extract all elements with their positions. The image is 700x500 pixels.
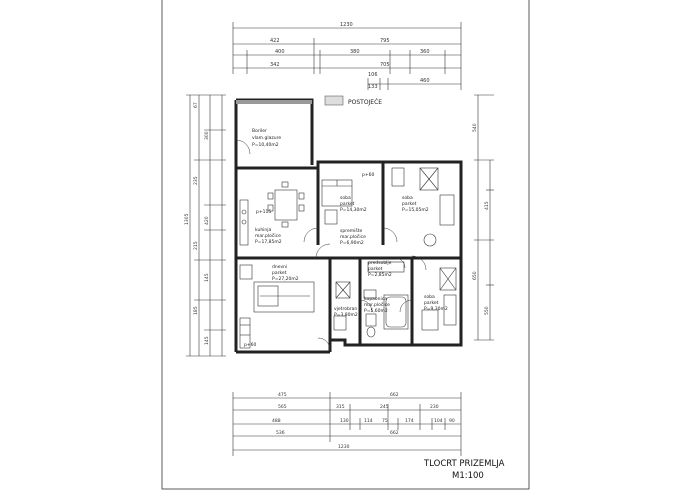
kitchen-counter xyxy=(239,199,249,246)
left-dimension-labels: 1305 67 300 235 420 215 145 185 145 xyxy=(184,102,210,345)
room-hall-area: P=2,85m2 xyxy=(368,272,392,278)
room-hall-name: predsoblje xyxy=(368,260,392,266)
room-living-area: P=27,20m2 xyxy=(272,276,299,282)
room-kitchen-floor: mar.pločice xyxy=(255,232,281,239)
room-storage-area: P=6,90m2 xyxy=(340,240,364,246)
level-markers: p+60 p+115 p+60 xyxy=(244,172,374,348)
dim-top-g: 133 xyxy=(368,84,378,90)
room-storage-name: spremište xyxy=(340,227,362,234)
room-storage-floor: mar.pločice xyxy=(340,233,366,240)
room-living-name: dnevni xyxy=(272,264,287,270)
room-boiler-name: Boriler xyxy=(252,128,267,134)
room2-floor: parket xyxy=(402,201,417,207)
dim-bottom-b: 662 xyxy=(390,392,399,398)
right-dimension-labels: 540 415 650 550 xyxy=(472,123,490,315)
dim-left-3: 235 xyxy=(193,176,199,185)
dim-bottom-j: 75 xyxy=(382,418,388,424)
dim-bottom-g: 488 xyxy=(272,418,281,424)
room-hall-floor: parket xyxy=(368,266,383,272)
kitchen-table xyxy=(267,181,305,228)
left-dimensions xyxy=(186,94,226,357)
dim-left-6: 145 xyxy=(204,273,210,282)
existing-label: POSTOJEĆE xyxy=(348,99,382,106)
dim-right-3: 650 xyxy=(472,271,478,280)
dim-top-b: 380 xyxy=(350,49,360,55)
dim-top-d: 342 xyxy=(270,62,280,68)
plan-title: TLOCRT PRIZEMLJA xyxy=(423,459,505,469)
dim-top-overall: 1230 xyxy=(340,22,353,28)
existing-hatch-symbol xyxy=(324,95,344,106)
room-entry-name: vjetrobran xyxy=(334,306,357,312)
room1-floor: parket xyxy=(340,201,355,207)
level-marker-2: p+115 xyxy=(256,209,271,215)
dim-bottom-d: 315 xyxy=(336,404,345,410)
bottom-dimension-labels: 475 662 565 315 245 230 488 130 114 75 1… xyxy=(272,392,455,450)
top-dimension-labels: 1230 422 795 400 380 360 342 705 106 133… xyxy=(270,22,430,90)
room3-name: soba xyxy=(424,294,435,300)
room-kitchen-name: kuhinja xyxy=(255,227,272,233)
room-bath-area: P=5,60m2 xyxy=(364,308,388,314)
room3-area: P=9,30m2 xyxy=(424,306,448,312)
plan-scale: M1:100 xyxy=(452,471,484,481)
dim-top-e: 705 xyxy=(380,62,390,68)
entry-fixtures xyxy=(333,261,405,331)
dim-top-f: 106 xyxy=(368,72,378,78)
living-sofa xyxy=(239,264,315,349)
doors xyxy=(235,139,427,351)
room-labels: Boriler vlam.glazure P=10,40m2 kuhinja m… xyxy=(252,128,448,318)
walls xyxy=(234,98,463,354)
room-bath-floor: mar.pločice xyxy=(364,301,390,308)
bottom-dimensions xyxy=(232,392,462,456)
dim-left-2: 300 xyxy=(204,131,210,140)
dim-bottom-i: 114 xyxy=(364,418,373,424)
room2-name: soba xyxy=(402,195,413,201)
dim-bottom-k: 174 xyxy=(405,418,414,424)
room1-bed xyxy=(321,179,353,225)
room1-area: P=14,30m2 xyxy=(340,207,367,213)
room-bath-name: kupaonica xyxy=(364,296,387,302)
dim-bottom-e: 245 xyxy=(380,404,389,410)
dim-top-right: 795 xyxy=(380,38,390,44)
dim-bottom-o: 662 xyxy=(390,430,399,436)
room-boiler-area: P=10,40m2 xyxy=(252,142,279,148)
room3-floor: parket xyxy=(424,300,439,306)
boiler-hatch xyxy=(236,100,312,104)
room2-wardrobe xyxy=(391,167,455,247)
room-living-floor: parket xyxy=(272,270,287,276)
dim-left-1: 67 xyxy=(193,102,199,108)
room2-area: P=15,05m2 xyxy=(402,207,429,213)
dim-bottom-p: 1230 xyxy=(338,444,350,450)
dim-bottom-n: 536 xyxy=(276,430,285,436)
room1-name: soba xyxy=(340,195,351,201)
dim-bottom-m: 90 xyxy=(449,418,455,424)
dim-bottom-c: 565 xyxy=(278,404,287,410)
dim-left-7: 185 xyxy=(193,306,199,315)
dim-left-overall: 1305 xyxy=(184,213,190,225)
dim-right-1: 540 xyxy=(472,123,478,132)
dim-left-8: 145 xyxy=(204,336,210,345)
sheet-border xyxy=(161,0,530,490)
dim-bottom-h: 130 xyxy=(340,418,349,424)
top-dimensions xyxy=(232,22,462,90)
dim-bottom-f: 230 xyxy=(430,404,439,410)
bathroom-fixtures xyxy=(363,289,409,338)
dim-top-left: 422 xyxy=(270,38,280,44)
room-entry-area: P=3,80m2 xyxy=(334,312,358,318)
dim-top-c: 360 xyxy=(420,49,430,55)
level-marker-3: p+60 xyxy=(244,342,256,348)
dim-right-4: 550 xyxy=(484,306,490,315)
dim-top-h: 460 xyxy=(420,78,430,84)
level-marker-1: p+60 xyxy=(362,172,374,178)
room-kitchen-area: P=17,85m2 xyxy=(255,239,282,245)
dim-right-2: 415 xyxy=(484,201,490,210)
dim-left-5: 215 xyxy=(193,241,199,250)
dim-bottom-a: 475 xyxy=(278,392,287,398)
room3-furniture xyxy=(421,267,457,331)
dim-bottom-l: 104 xyxy=(434,418,443,424)
right-dimensions xyxy=(474,94,494,341)
dim-top-a: 400 xyxy=(275,49,285,55)
room-boiler-floor: vlam.glazure xyxy=(252,135,281,141)
dim-left-4: 420 xyxy=(204,216,210,225)
